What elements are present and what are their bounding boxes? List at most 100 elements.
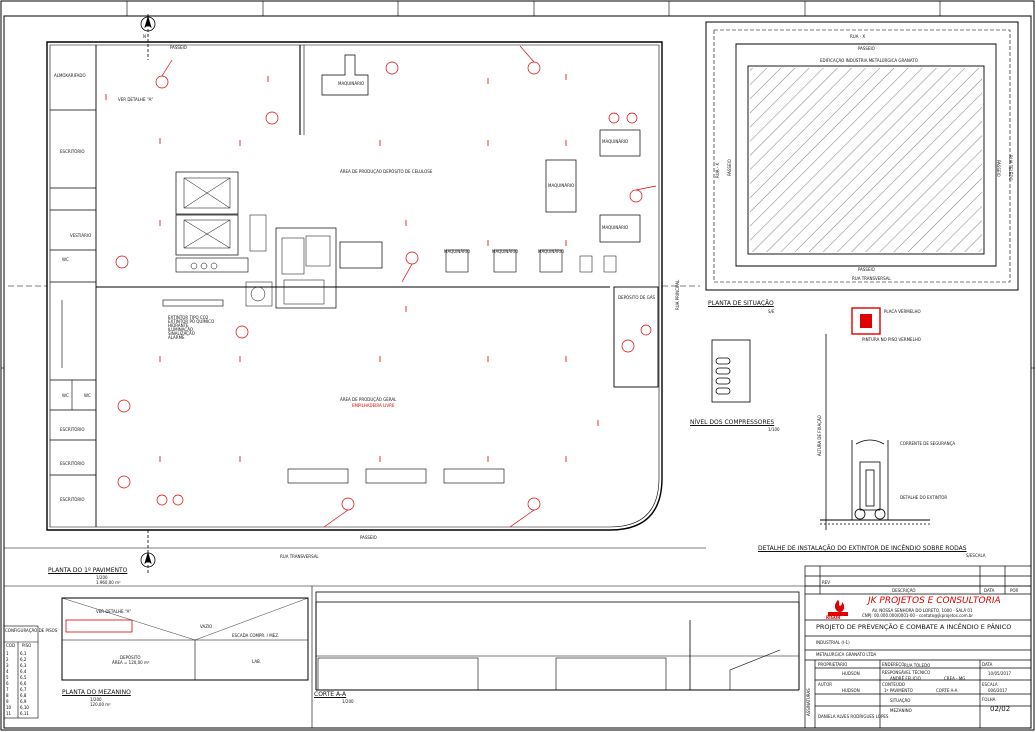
sit-bottom-road: RUA TRANSVERSAL <box>852 276 891 281</box>
mezz-area: 120,00 m² <box>90 702 111 707</box>
room-escritorio-4: ESCRITÓRIO <box>60 497 85 502</box>
legend-cell: 6,6 <box>20 681 27 686</box>
north-label: N <box>143 34 146 39</box>
legend-table-frame <box>3 625 39 719</box>
legend-cell: 6 <box>6 681 9 686</box>
ext-side-label: ALTURA DE FIXAÇÃO <box>817 415 822 456</box>
author-value: HUDSON <box>842 688 860 693</box>
legend-cell: 6,1 <box>20 651 27 656</box>
legend-cell: 6,9 <box>20 699 27 704</box>
sit-right-road: RUA TELÊDO <box>1008 155 1013 181</box>
crea-value: CREA - MG <box>944 676 966 681</box>
machine-top: MAQUINÁRIO <box>338 81 365 86</box>
equipment-note: ILUMINAÇÃO <box>168 327 194 332</box>
compressor-title: NÍVEL DOS COMPRESSORES <box>690 419 775 426</box>
mezz-title: PLANTA DO MEZANINO <box>62 689 131 696</box>
project-use: INDUSTRIAL (I-1) <box>816 640 850 645</box>
zone-lower-label: ÁREA DE PRODUÇÃO GERAL <box>340 397 397 402</box>
sit-scale: S/E <box>768 309 775 314</box>
rev-header: DATA <box>984 588 995 593</box>
equipment-notes: EXTINTOR TIPO CO2 EXTINTOR PÓ QUÍMICO HI… <box>168 316 214 340</box>
machine-right-2: MAQUINÁRIO <box>548 183 575 188</box>
owner-label: PROPRIETÁRIO <box>818 662 848 667</box>
sit-right-inner: PASSEIO <box>996 160 1001 177</box>
situation-building-hatch <box>750 68 982 252</box>
section-scale: 1/200 <box>342 699 354 704</box>
legend-cell: 6,10 <box>20 705 29 710</box>
machine-row-2: MAQUINÁRIO <box>492 249 519 254</box>
room-gas: DEPÓSITO DE GÁS <box>618 295 656 300</box>
room-wc-2: WC <box>62 393 69 398</box>
legend-cell: 5 <box>6 675 9 680</box>
signatures-label: ASSINATURAS <box>806 688 811 716</box>
legend-header: COD <box>6 643 16 648</box>
room-escritorio-1: ESCRITÓRIO <box>60 149 85 154</box>
legend-cell: 6,7 <box>20 687 27 692</box>
main-floor-plan <box>46 41 663 531</box>
machine-row-1: MAQUINÁRIO <box>444 249 471 254</box>
plan-main-title: PLANTA DO 1º PAVIMENTO <box>48 567 128 574</box>
equipment-note: SINALIZAÇÃO <box>168 331 195 336</box>
title-block-frame <box>804 565 1032 729</box>
red-dashes <box>105 74 599 462</box>
mezz-stair-label-2: ESCADA COMPR. / MEZ. <box>232 633 280 638</box>
signature-name: DANIELA ALVES RODRIGUES LOPES <box>818 714 889 719</box>
north-arrow-bottom <box>140 530 156 575</box>
legend-title: CONFIGURAÇÃO DE PISOS <box>5 628 58 633</box>
resp-label: RESPONSÁVEL TÉCNICO <box>882 670 931 675</box>
project-client: METALÚRGICA GRANATO LTDA <box>816 652 877 657</box>
legend-cell: 6,11 <box>20 711 29 716</box>
section-title: CORTE A-A <box>314 691 347 698</box>
legend-cell: 1 <box>6 651 9 656</box>
logo-mark <box>828 600 848 616</box>
sit-title: PLANTA DE SITUAÇÃO <box>708 300 774 307</box>
legend-header: PISO <box>22 643 32 648</box>
logo-text: RIGOR <box>826 615 841 620</box>
zone-upper-label: ÁREA DE PRODUÇÃO DEPÓSITO DE CELULOSE <box>340 169 433 174</box>
legend-cell: 2 <box>6 657 9 662</box>
mezz-scale: 1/200 <box>90 697 102 702</box>
street-right: RUA PRINCIPAL <box>675 279 680 310</box>
scale-label: ESCALA <box>982 682 998 687</box>
room-escritorio-2: ESCRITÓRIO <box>60 427 85 432</box>
legend-cell: 6,4 <box>20 669 27 674</box>
rev-header: POR <box>1010 588 1019 593</box>
date-label: DATA <box>982 662 993 667</box>
room-wc-3: WC <box>84 393 91 398</box>
legend-cell: 4 <box>6 669 9 674</box>
sheet-value: 02/02 <box>990 705 1011 713</box>
ext-wall-label: CORRENTE DE SEGURANÇA <box>900 441 956 446</box>
plan-main-area: 1.960,00 m² <box>96 580 121 585</box>
equipment-note: EXTINTOR TIPO CO2 <box>168 315 209 320</box>
mezz-void-label: VAZIO <box>200 624 213 629</box>
content-2: CORTE A-A <box>936 688 958 693</box>
sit-inner-top: PASSEIO <box>858 46 875 51</box>
ext-sign-label: PLACA VERMELHO <box>884 309 921 314</box>
company-contact: CNPJ: 00.000.000/0001-00 - contato@jkpro… <box>862 613 974 618</box>
ext-title: DETALHE DE INSTALAÇÃO DO EXTINTOR DE INC… <box>758 545 967 552</box>
address-value: RUA TOLEDO <box>904 663 931 668</box>
sit-left-inner: PASSEIO <box>727 159 732 176</box>
legend-cell: 9 <box>6 699 9 704</box>
room-escritorio-3: ESCRITÓRIO <box>60 461 85 466</box>
legend-cell: 8 <box>6 693 9 698</box>
room-vestiario: VESTIÁRIO <box>70 233 92 238</box>
content-1: 1º PAVIMENTO <box>884 688 913 693</box>
fire-equipment-markers <box>115 45 657 528</box>
compressor-drawing <box>711 339 751 403</box>
north-arrow-top <box>140 14 156 60</box>
address-label: ENDEREÇO <box>882 662 905 667</box>
owner-value: HUDSON <box>842 671 860 676</box>
sit-top-road: RUA - X <box>850 34 866 39</box>
company-name: JK PROJETOS E CONSULTORIA <box>868 596 1001 606</box>
